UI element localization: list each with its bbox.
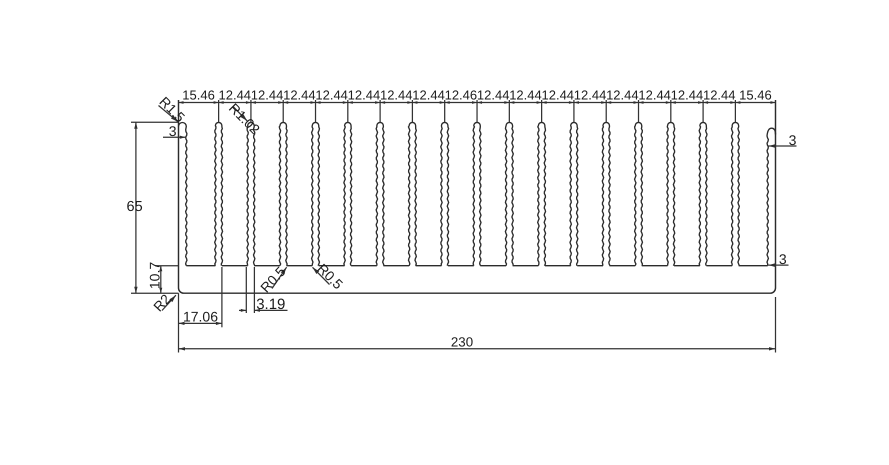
svg-text:3.19: 3.19 xyxy=(256,296,285,313)
svg-text:12.44: 12.44 xyxy=(542,87,575,102)
svg-text:12.44: 12.44 xyxy=(703,87,736,102)
svg-text:65: 65 xyxy=(127,199,143,215)
svg-text:3: 3 xyxy=(169,123,177,139)
svg-text:17.06: 17.06 xyxy=(183,308,218,324)
svg-text:15.46: 15.46 xyxy=(739,87,772,102)
svg-text:12.44: 12.44 xyxy=(412,87,445,102)
svg-text:15.46: 15.46 xyxy=(182,87,215,102)
svg-text:12.44: 12.44 xyxy=(380,87,413,102)
svg-text:230: 230 xyxy=(451,334,473,349)
svg-text:12.44: 12.44 xyxy=(638,87,671,102)
svg-text:12.44: 12.44 xyxy=(283,87,316,102)
svg-text:12.44: 12.44 xyxy=(606,87,639,102)
svg-text:3: 3 xyxy=(779,251,787,267)
svg-text:12.44: 12.44 xyxy=(574,87,607,102)
svg-text:12.44: 12.44 xyxy=(671,87,704,102)
svg-text:10.7: 10.7 xyxy=(147,262,163,289)
svg-text:3: 3 xyxy=(789,132,797,148)
svg-text:12.44: 12.44 xyxy=(219,87,252,102)
svg-text:12.44: 12.44 xyxy=(251,87,284,102)
svg-text:12.44: 12.44 xyxy=(315,87,348,102)
svg-text:12.44: 12.44 xyxy=(348,87,381,102)
svg-text:12.46: 12.46 xyxy=(445,87,478,102)
svg-text:12.44: 12.44 xyxy=(477,87,510,102)
svg-text:12.44: 12.44 xyxy=(509,87,542,102)
